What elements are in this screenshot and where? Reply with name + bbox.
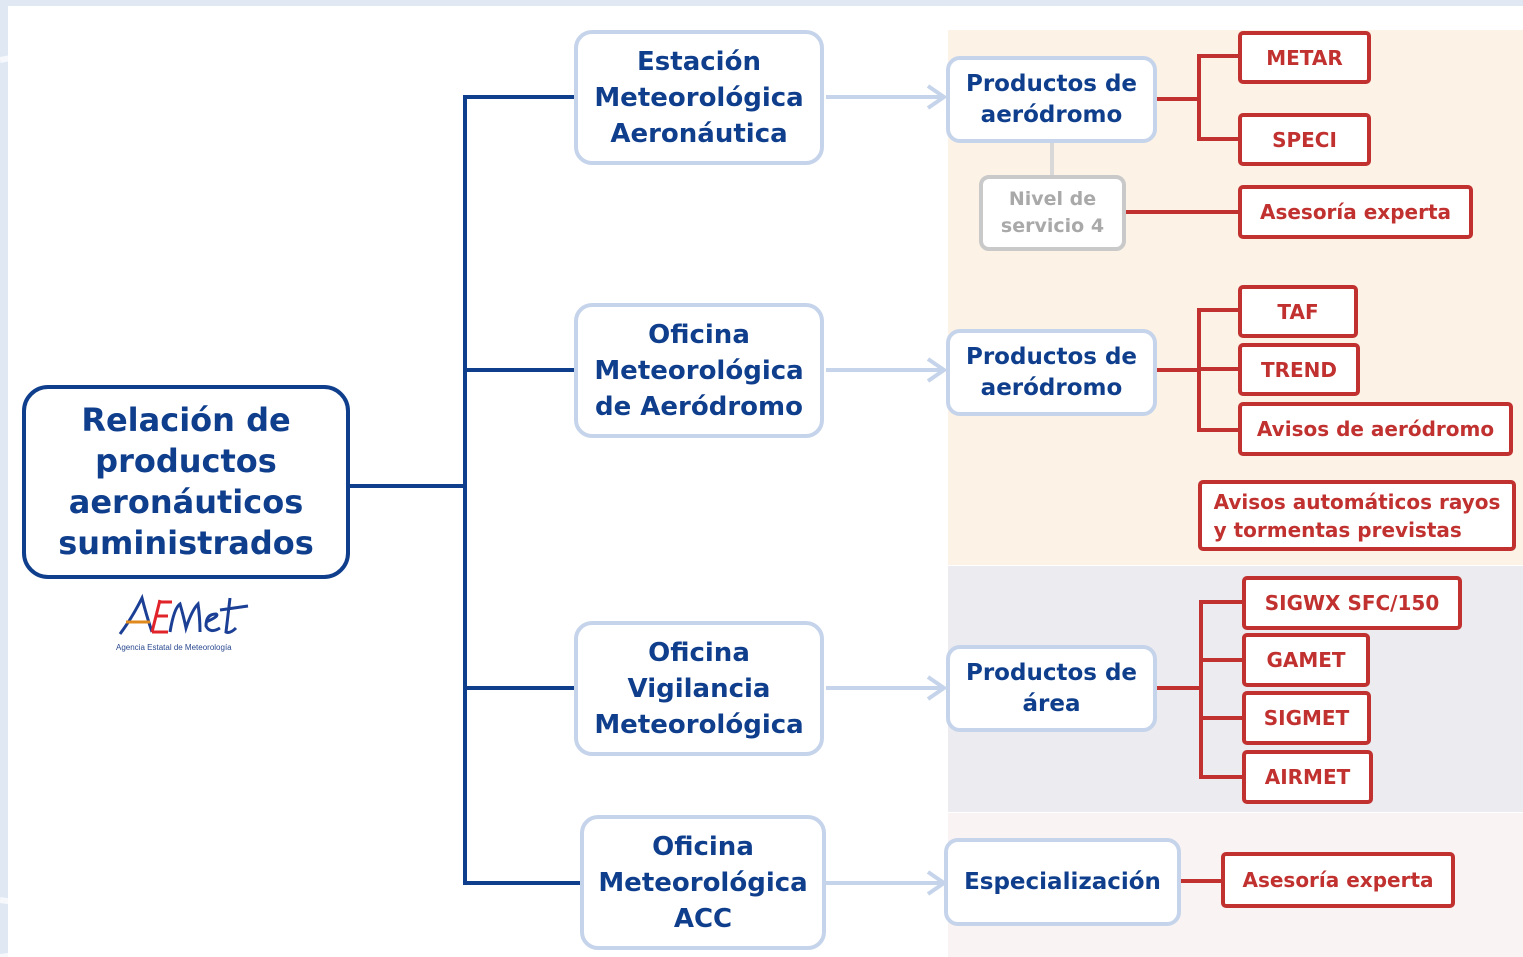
- office-label: Estación Meteorológica Aeronáutica: [594, 46, 804, 149]
- office-arrows: [826, 84, 948, 896]
- product-aerodromo-1: Productos de aeródromo: [946, 56, 1157, 143]
- logo-caption: Agencia Estatal de Meteorología: [116, 643, 232, 652]
- service-level-node: Nivel de servicio 4: [979, 175, 1126, 251]
- output-label: SPECI: [1272, 127, 1337, 152]
- office-acc: Oficina Meteorológica ACC: [580, 815, 826, 950]
- output-label: Avisos automáticos rayos y tormentas pre…: [1213, 489, 1501, 542]
- output-avisos-aerodromo: Avisos de aeródromo: [1238, 402, 1513, 456]
- output-label: AIRMET: [1264, 765, 1351, 789]
- office-aerodromo: Oficina Meteorológica de Aeródromo: [574, 303, 824, 438]
- product-label: Productos de área: [965, 659, 1138, 717]
- output-avisos-rayos: Avisos automáticos rayos y tormentas pre…: [1198, 480, 1516, 551]
- service-level-label: Nivel de servicio 4: [1000, 188, 1105, 237]
- office-label: Oficina Meteorológica de Aeródromo: [594, 319, 804, 422]
- product-especializacion: Especialización: [944, 838, 1181, 926]
- output-connectors: [1124, 54, 1245, 883]
- product-label: Productos de aeródromo: [965, 70, 1138, 128]
- office-label: Oficina Vigilancia Meteorológica: [594, 637, 804, 740]
- output-label: TREND: [1260, 357, 1338, 382]
- root-label: Relación de productos aeronáuticos sumin…: [58, 401, 314, 562]
- output-label: Asesoría experta: [1259, 200, 1452, 224]
- output-sigwx: SIGWX SFC/150: [1242, 576, 1462, 630]
- product-label: Especialización: [964, 868, 1161, 895]
- output-sigmet: SIGMET: [1242, 691, 1371, 745]
- output-label: Avisos de aeródromo: [1256, 417, 1495, 441]
- output-asesoria-experta: Asesoría experta: [1238, 185, 1473, 239]
- aemet-logo: [118, 593, 249, 635]
- product-area: Productos de área: [946, 645, 1157, 732]
- output-label: METAR: [1266, 45, 1343, 70]
- output-label: SIGWX SFC/150: [1264, 591, 1440, 615]
- output-metar: METAR: [1238, 31, 1371, 84]
- output-speci: SPECI: [1238, 113, 1371, 166]
- output-trend: TREND: [1238, 343, 1360, 396]
- output-taf: TAF: [1238, 285, 1358, 338]
- office-label: Oficina Meteorológica ACC: [598, 831, 808, 934]
- product-label: Productos de aeródromo: [965, 343, 1138, 401]
- product-aerodromo-2: Productos de aeródromo: [946, 329, 1157, 416]
- output-airmet: AIRMET: [1242, 750, 1373, 804]
- output-label: SIGMET: [1263, 706, 1350, 730]
- output-gamet: GAMET: [1242, 633, 1370, 687]
- output-asesoria-experta-acc: Asesoría experta: [1221, 852, 1455, 908]
- output-label: Asesoría experta: [1242, 868, 1434, 892]
- office-vigilancia: Oficina Vigilancia Meteorológica: [574, 621, 824, 756]
- root-connectors: [350, 95, 583, 885]
- office-estacion: Estación Meteorológica Aeronáutica: [574, 30, 824, 165]
- output-label: TAF: [1277, 299, 1319, 324]
- output-label: GAMET: [1266, 648, 1346, 672]
- root-node: Relación de productos aeronáuticos sumin…: [22, 385, 350, 579]
